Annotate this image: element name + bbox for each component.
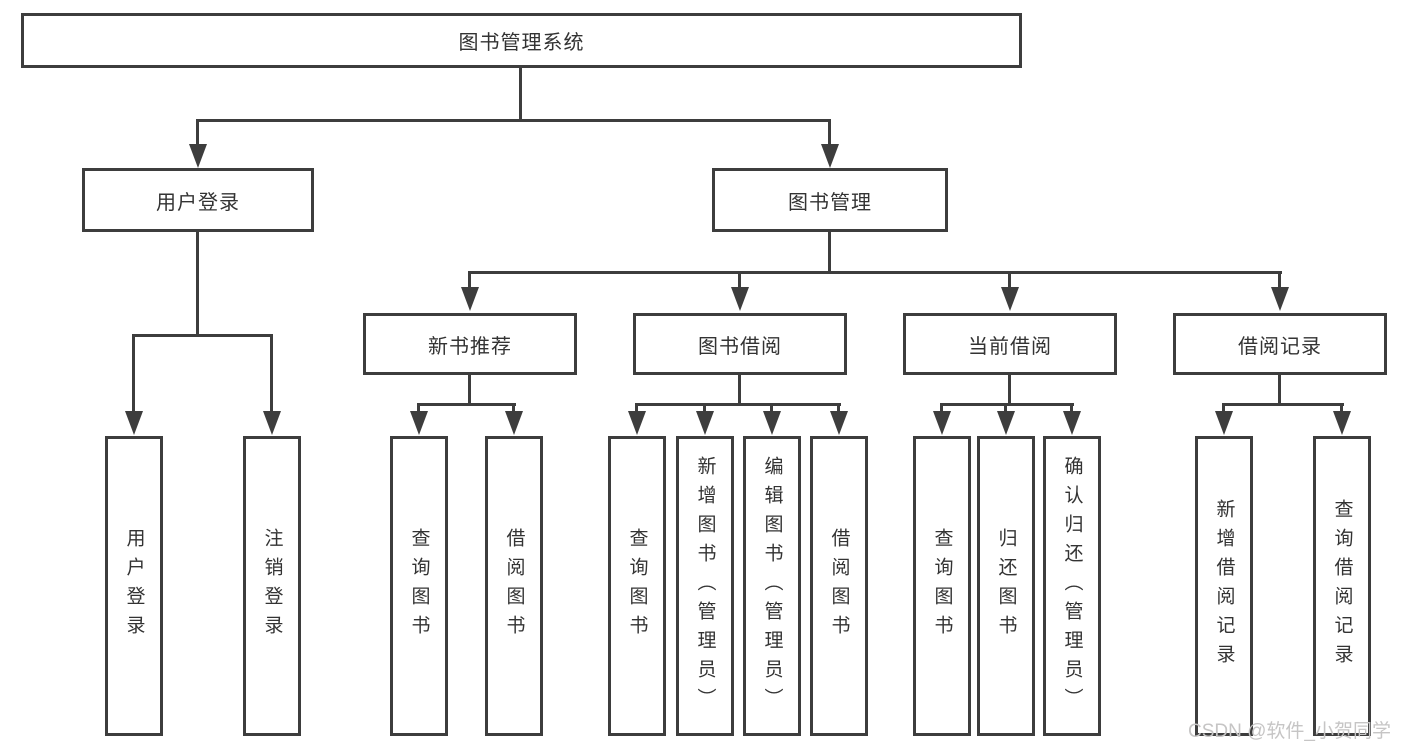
connector-line (132, 334, 135, 412)
leaf-borrow-books-recommend: 借阅图书 (485, 436, 543, 736)
connector-line (635, 403, 638, 412)
connector-line (837, 403, 840, 412)
arrow-down-icon (1063, 411, 1081, 435)
csdn-watermark: CSDN @软件_小贺同学 (1188, 721, 1391, 742)
connector-line (1004, 403, 1007, 412)
leaf-edit-books-admin-label: 编辑图书（管理员） (761, 455, 783, 717)
leaf-user-login: 用户登录 (105, 436, 163, 736)
arrow-down-icon (731, 287, 749, 311)
arrow-down-icon (461, 287, 479, 311)
node-borrow-records-label: 借阅记录 (1238, 335, 1322, 358)
node-book-management: 图书管理 (712, 168, 948, 232)
connector-line (1278, 271, 1281, 288)
arrow-down-icon (933, 411, 951, 435)
leaf-query-borrow-record-label: 查询借阅记录 (1331, 499, 1353, 673)
connector-line (738, 271, 741, 288)
leaf-user-login-label: 用户登录 (123, 528, 145, 644)
node-current-borrow: 当前借阅 (903, 313, 1117, 375)
leaf-logout-label: 注销登录 (261, 528, 283, 644)
leaf-add-borrow-record: 新增借阅记录 (1195, 436, 1253, 736)
arrow-down-icon (1001, 287, 1019, 311)
arrow-down-icon (821, 144, 839, 168)
connector-line (1340, 403, 1343, 412)
connector-line (1222, 403, 1344, 406)
leaf-query-books-recommend: 查询图书 (390, 436, 448, 736)
leaf-query-borrow-record: 查询借阅记录 (1313, 436, 1371, 736)
leaf-query-books-recommend-label: 查询图书 (408, 528, 430, 644)
connector-line (1222, 403, 1225, 412)
connector-line (519, 68, 522, 119)
node-book-borrow: 图书借阅 (633, 313, 847, 375)
node-current-borrow-label: 当前借阅 (968, 335, 1052, 358)
connector-line (703, 403, 706, 412)
node-user-login: 用户登录 (82, 168, 314, 232)
leaf-query-books-current-label: 查询图书 (931, 528, 953, 644)
arrow-down-icon (696, 411, 714, 435)
leaf-return-books: 归还图书 (977, 436, 1035, 736)
arrow-down-icon (505, 411, 523, 435)
connector-line (828, 232, 831, 273)
connector-line (512, 403, 515, 412)
leaf-query-books-borrow-label: 查询图书 (626, 528, 648, 644)
leaf-confirm-return-admin: 确认归还（管理员） (1043, 436, 1101, 736)
arrow-down-icon (125, 411, 143, 435)
connector-line (940, 403, 943, 412)
arrow-down-icon (763, 411, 781, 435)
node-new-book-recommend: 新书推荐 (363, 313, 577, 375)
leaf-query-books-borrow: 查询图书 (608, 436, 666, 736)
node-borrow-records: 借阅记录 (1173, 313, 1387, 375)
node-root: 图书管理系统 (21, 13, 1022, 68)
connector-line (417, 403, 420, 412)
connector-line (417, 403, 516, 406)
leaf-edit-books-admin: 编辑图书（管理员） (743, 436, 801, 736)
arrow-down-icon (189, 144, 207, 168)
connector-line (1070, 403, 1073, 412)
connector-line (196, 119, 831, 122)
node-book-borrow-label: 图书借阅 (698, 335, 782, 358)
node-new-book-recommend-label: 新书推荐 (428, 335, 512, 358)
arrow-down-icon (1215, 411, 1233, 435)
leaf-add-borrow-record-label: 新增借阅记录 (1213, 499, 1235, 673)
connector-line (770, 403, 773, 412)
node-root-label: 图书管理系统 (458, 32, 585, 54)
arrow-down-icon (1271, 287, 1289, 311)
node-user-login-label: 用户登录 (156, 191, 240, 214)
node-book-management-label: 图书管理 (788, 191, 872, 214)
leaf-logout: 注销登录 (243, 436, 301, 736)
connector-line (1008, 271, 1011, 288)
connector-line (1278, 375, 1281, 405)
leaf-confirm-return-admin-label: 确认归还（管理员） (1061, 455, 1083, 717)
connector-line (828, 119, 831, 146)
connector-line (132, 334, 273, 337)
connector-line (1008, 375, 1011, 405)
connector-line (940, 403, 1074, 406)
leaf-return-books-label: 归还图书 (995, 528, 1017, 644)
arrow-down-icon (628, 411, 646, 435)
arrow-down-icon (830, 411, 848, 435)
leaf-add-books-admin-label: 新增图书（管理员） (694, 455, 716, 717)
arrow-down-icon (1333, 411, 1351, 435)
arrow-down-icon (997, 411, 1015, 435)
connector-line (468, 271, 471, 288)
leaf-query-books-current: 查询图书 (913, 436, 971, 736)
connector-line (468, 375, 471, 405)
connector-line (738, 375, 741, 405)
connector-line (196, 232, 199, 335)
leaf-borrow-books-recommend-label: 借阅图书 (503, 528, 525, 644)
connector-line (196, 119, 199, 146)
leaf-add-books-admin: 新增图书（管理员） (676, 436, 734, 736)
leaf-borrow-books-label: 借阅图书 (828, 528, 850, 644)
connector-line (270, 334, 273, 412)
leaf-borrow-books: 借阅图书 (810, 436, 868, 736)
arrow-down-icon (410, 411, 428, 435)
connector-line (468, 271, 1282, 274)
connector-line (635, 403, 841, 406)
arrow-down-icon (263, 411, 281, 435)
